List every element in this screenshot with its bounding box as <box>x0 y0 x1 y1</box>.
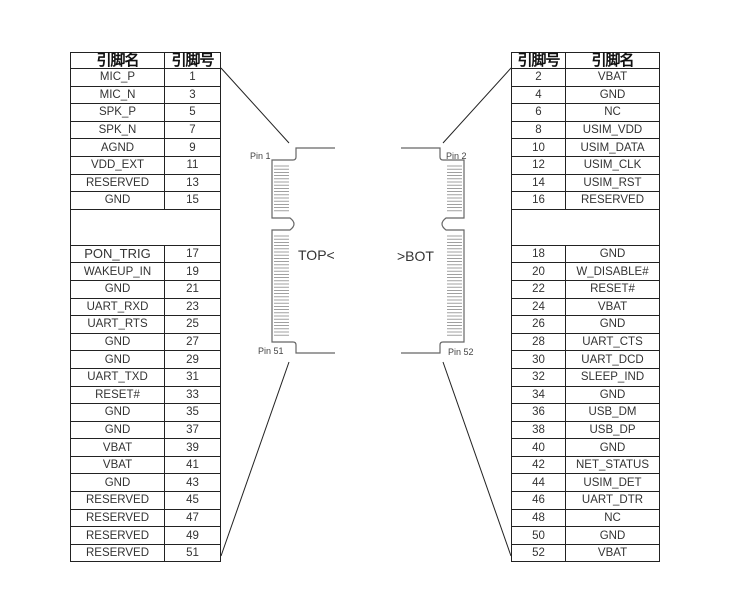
pin-name-cell: GND <box>565 244 660 264</box>
pin-name-cell: GND <box>565 385 660 405</box>
pin-number-cell: 22 <box>511 279 566 299</box>
spacer-row <box>511 208 660 246</box>
spacer-row <box>70 208 221 246</box>
pin-name-cell: PON_TRIG <box>70 244 165 264</box>
bottom-side-label: >BOT <box>397 248 434 264</box>
pin-name-cell: RESERVED <box>70 543 165 563</box>
connector-bottom-side <box>401 147 465 354</box>
pin-name-cell: RESERVED <box>70 491 165 510</box>
pin-name-cell: SPK_N <box>70 120 165 140</box>
top-side-label: TOP< <box>298 247 335 263</box>
connector-top-side <box>271 147 335 354</box>
pin-name-cell: VBAT <box>565 297 660 317</box>
pin-name-cell: GND <box>70 191 165 210</box>
pin-number-cell: 33 <box>164 385 221 405</box>
pin-name-cell: UART_RXD <box>70 297 165 317</box>
pin-number-cell: 24 <box>511 297 566 317</box>
header-pin-name: 引脚名 <box>565 52 660 69</box>
pin2-label: Pin 2 <box>446 151 467 161</box>
pin-name-cell: GND <box>565 315 660 334</box>
pin-name-cell: USIM_DET <box>565 473 660 493</box>
pin51-label: Pin 51 <box>258 346 284 356</box>
pin-number-cell: 39 <box>164 438 221 457</box>
pin-name-cell: GND <box>70 279 165 299</box>
pin-number-cell: 41 <box>164 455 221 475</box>
pin-number-cell: 34 <box>511 385 566 405</box>
pin-number-cell: 40 <box>511 438 566 457</box>
pin-name-cell: NET_STATUS <box>565 455 660 475</box>
pin-name-cell: USIM_VDD <box>565 120 660 140</box>
pin-name-cell: USIM_RST <box>565 173 660 193</box>
blank-cell <box>70 208 221 246</box>
pin-number-cell: 32 <box>511 367 566 387</box>
table-row: RESET#33 <box>70 385 221 405</box>
leader-lines <box>220 67 512 557</box>
blank-cell <box>511 208 660 246</box>
pin-name-cell: USB_DP <box>565 420 660 440</box>
pin-number-cell: 36 <box>511 403 566 422</box>
pin-name-cell: RESERVED <box>70 508 165 528</box>
pin-name-cell: USB_DM <box>565 403 660 422</box>
pin-name-cell: VBAT <box>565 543 660 563</box>
header-pin-number: 引脚号 <box>164 52 221 69</box>
pin-name-cell: VDD_EXT <box>70 155 165 175</box>
pin-number-cell: 13 <box>164 173 221 193</box>
pin-name-cell: RESERVED <box>70 526 165 545</box>
pin-number-cell: 45 <box>164 491 221 510</box>
pin-name-cell: VBAT <box>70 455 165 475</box>
leader-line-pin2 <box>442 67 512 144</box>
leader-line-pin52 <box>442 361 512 557</box>
header-pin-name: 引脚名 <box>70 52 165 69</box>
pin-name-cell: USIM_DATA <box>565 138 660 157</box>
header-pin-number: 引脚号 <box>511 52 566 69</box>
leader-line-pin51 <box>220 361 290 557</box>
pin-number-cell: 52 <box>511 543 566 563</box>
pin-name-cell: RESERVED <box>70 173 165 193</box>
pin-name-cell: UART_TXD <box>70 367 165 387</box>
pin-name-cell: RESERVED <box>565 191 660 210</box>
pin-number-cell: 50 <box>511 526 566 545</box>
pin52-label: Pin 52 <box>448 347 474 357</box>
leader-line-pin1 <box>220 67 290 144</box>
pin1-label: Pin 1 <box>250 151 271 161</box>
pin-number-cell: 51 <box>164 543 221 563</box>
pin-name-cell: UART_DTR <box>565 491 660 510</box>
